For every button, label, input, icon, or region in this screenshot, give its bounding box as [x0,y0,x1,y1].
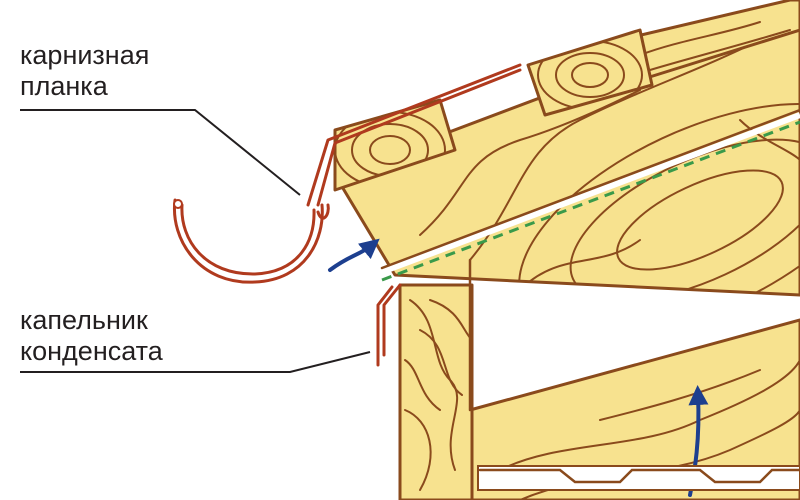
eaves-strip [306,63,522,220]
label-eaves-strip: карнизная планка [20,40,149,102]
ceiling-panels [477,465,800,491]
fascia-board [398,283,474,500]
label-drip-edge-line2: конденсата [20,336,163,366]
curved-arrow-icon [328,238,380,272]
half-round-gutter-icon [172,198,324,284]
leader-lines [20,109,371,373]
rafter [333,0,800,412]
drip-edge [376,283,402,367]
label-eaves-strip-line2: планка [20,71,108,101]
label-eaves-strip-line1: карнизная [20,40,150,70]
label-drip-edge: капельник конденсата [20,305,163,367]
membrane [380,108,800,282]
batten-2 [526,28,654,117]
batten-1 [333,98,457,192]
label-drip-edge-line1: капельник [20,305,148,335]
